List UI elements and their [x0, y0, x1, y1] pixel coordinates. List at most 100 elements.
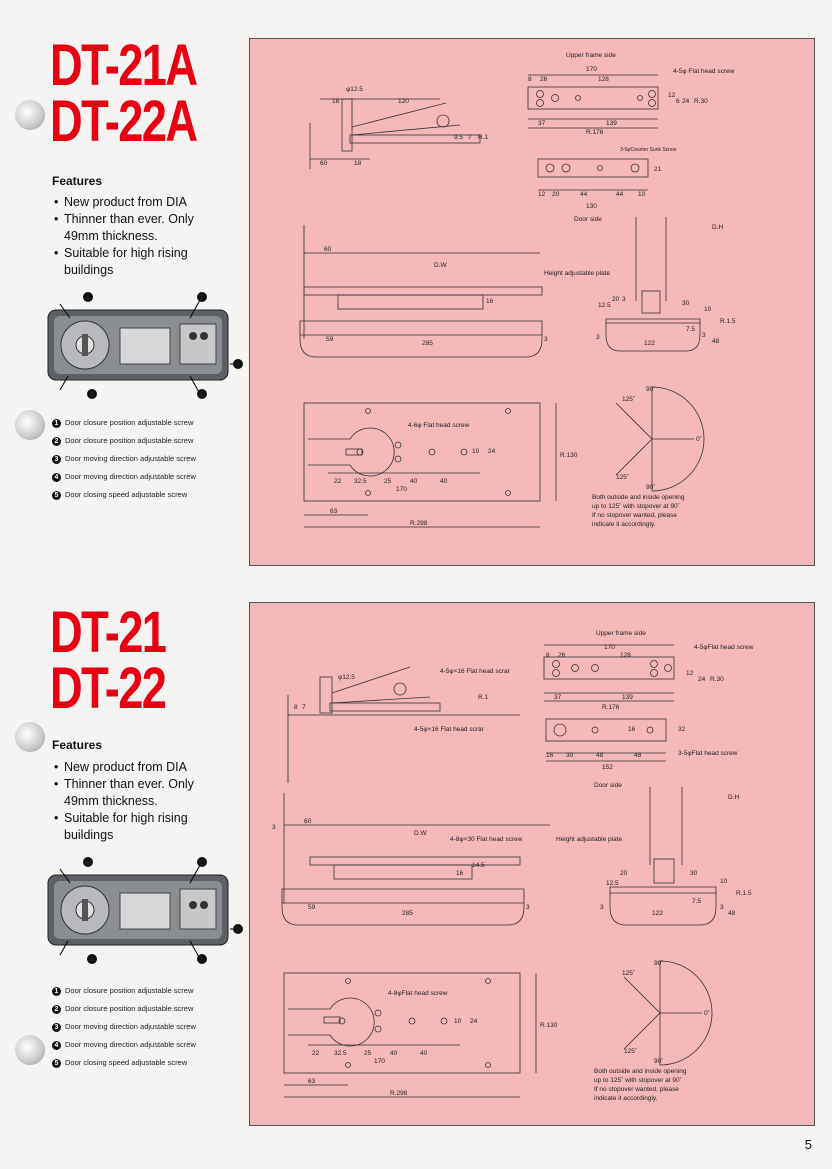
dimension-label: 7.5 — [692, 898, 701, 905]
dimension-label: 59 — [308, 904, 316, 911]
callout-4: 4 — [86, 860, 90, 867]
legend-text: Door closing speed adjustable screw — [65, 1058, 188, 1067]
drawing-label: 3-5φCounter Sunk Screw — [620, 147, 677, 153]
dimension-label: 20 — [620, 870, 628, 877]
feature-item: Thinner than ever. Only 49mm thickness. — [52, 776, 222, 810]
legend-number: 1 — [52, 987, 61, 996]
dimension-label: 48 — [634, 752, 642, 759]
dimension-label: 16 — [628, 726, 636, 733]
features-heading: Features — [52, 738, 103, 752]
title-line-2: DT-22A — [50, 89, 198, 154]
legend-number: 5 — [52, 491, 61, 500]
dimension-label: 16 — [456, 870, 464, 877]
page-number: 5 — [804, 1137, 812, 1152]
dimension-label: D.H — [712, 224, 724, 231]
dimension-label: 170 — [586, 66, 597, 73]
angle-label: 125˚ — [616, 473, 629, 481]
drawing-label: 4-5φ×16 Flat head scrar — [414, 726, 485, 733]
dimension-label: 170 — [396, 486, 407, 493]
legend-number: 1 — [52, 419, 61, 428]
dimension-label: 24 — [488, 448, 496, 455]
dimension-label: 40 — [440, 478, 448, 485]
dimension-label: 3 — [526, 904, 530, 911]
drawing-label: 4-8φ×30 Flat head screw — [450, 836, 523, 843]
binder-hole — [15, 410, 45, 440]
dimension-label: 122 — [644, 340, 655, 347]
callout-4: 4 — [86, 295, 90, 302]
technical-drawing-panel: Upper frame side 4-5φ Flat head screw 17… — [249, 38, 815, 566]
dimension-label: 16 — [546, 752, 554, 759]
dimension-label: 139 — [606, 120, 617, 127]
dimension-label: 3 — [720, 904, 724, 911]
dimension-label: 139 — [622, 694, 633, 701]
dimension-label: 63 — [308, 1078, 316, 1085]
legend-text: Door moving direction adjustable screw — [65, 472, 196, 481]
dimension-label: 32 — [678, 726, 686, 733]
note-line: up to 125˚ with stopover at 90˚ — [592, 502, 680, 510]
dimension-label: 48 — [596, 752, 604, 759]
callout-4: 4 — [90, 392, 94, 399]
note-line: up to 125˚ with stopover at 90˚ — [594, 1076, 682, 1084]
title-line-2: DT-22 — [50, 656, 167, 721]
title-line-1: DT-21 — [50, 600, 167, 665]
dimension-label: 59 — [326, 336, 334, 343]
legend-text: Door moving direction adjustable screw — [65, 1022, 196, 1031]
technical-drawing: Upper frame side 4-5φFlat head screw 170… — [272, 630, 754, 1102]
dimension-label: 22 — [312, 1050, 320, 1057]
binder-hole — [15, 100, 45, 130]
legend-number: 3 — [52, 455, 61, 464]
dimension-label: 152 — [602, 764, 613, 771]
angle-label: 125˚ — [624, 1047, 637, 1055]
angle-label: 90˚ — [646, 483, 655, 491]
dimension-label: 128 — [598, 76, 609, 83]
dimension-label: 60 — [304, 818, 312, 825]
dimension-label: 25 — [384, 478, 392, 485]
drawing-label: 4-5φ×16 Flat head scrar — [440, 668, 511, 675]
dimension-label: 8 — [294, 704, 298, 711]
dimension-label: R.30 — [710, 676, 724, 683]
dimension-label: 7.5 — [686, 326, 695, 333]
dimension-label: 170 — [374, 1058, 385, 1065]
dimension-label: 10 — [454, 1018, 462, 1025]
dimension-label: 48 — [728, 910, 736, 917]
dimension-label: 10 — [638, 191, 646, 198]
feature-item: New product from DIA — [52, 759, 222, 776]
drawing-label: 4-6φ Flat head screw — [408, 422, 470, 429]
dimension-label: 40 — [410, 478, 418, 485]
dimension-label: 24 — [698, 676, 706, 683]
dimension-label: 26 — [540, 76, 548, 83]
legend-text: Door closure position adjustable screw — [65, 436, 194, 445]
dimension-label: D.W — [414, 830, 428, 837]
dimension-label: R.1.5 — [720, 318, 736, 325]
dimension-label: 24 — [682, 98, 690, 105]
dimension-label: 12 — [538, 191, 546, 198]
dimension-label: 20 — [612, 296, 620, 303]
dimension-label: 12 — [668, 92, 676, 99]
features-list: New product from DIA Thinner than ever. … — [52, 194, 222, 279]
dimension-label: 16 — [486, 298, 494, 305]
feature-item: Thinner than ever. Only 49mm thickness. — [52, 211, 222, 245]
dimension-label: 3 — [596, 334, 600, 341]
dimension-label: R.30 — [694, 98, 708, 105]
features-list: New product from DIA Thinner than ever. … — [52, 759, 222, 844]
product-photo: 4 2 3 4 1 — [47, 857, 243, 964]
drawing-label: Door side — [594, 782, 622, 789]
dimension-label: 285 — [422, 340, 433, 347]
dimension-label: 30 — [690, 870, 698, 877]
dimension-label: φ12.5 — [346, 86, 363, 93]
angle-label: 90˚ — [654, 1057, 663, 1065]
drawing-label: 4-5φ Flat head screw — [673, 68, 735, 75]
drawing-label: Height adjustable plate — [544, 270, 611, 277]
technical-drawing-panel: Upper frame side 4-5φFlat head screw 170… — [249, 602, 815, 1126]
dimension-label: 18 — [332, 98, 340, 105]
dimension-label: 6 — [676, 98, 680, 105]
dimension-label: 22 — [334, 478, 342, 485]
dimension-label: 10 — [704, 306, 712, 313]
angle-label: 0˚ — [696, 435, 702, 443]
